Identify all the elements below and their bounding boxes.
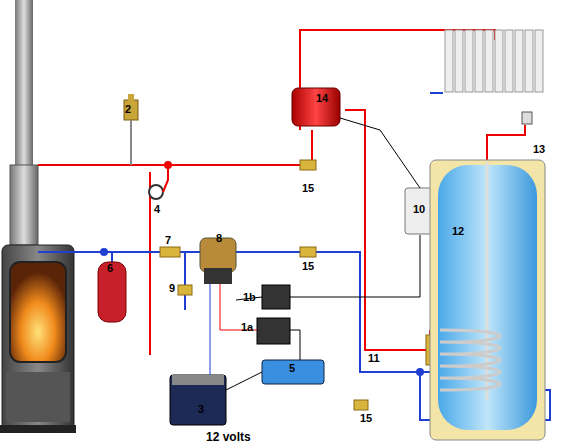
callout-label: 14 [316, 92, 328, 104]
callout-number: 12 [452, 225, 464, 237]
callout-label: 7 [165, 234, 171, 246]
callout-label: 1a [241, 321, 253, 333]
callout-label: 3 [198, 403, 204, 415]
callout-label: 13 [533, 143, 545, 155]
callout-label: 9 [169, 282, 175, 294]
water-tank: 12 [430, 160, 545, 440]
callout-label: 11 [368, 352, 380, 364]
callout-label: 15 [302, 260, 314, 272]
callout-label: 15 [302, 182, 314, 194]
callout-label: 4 [154, 203, 160, 215]
callout-label: 15 [360, 412, 372, 424]
callout-label: 1b [243, 291, 256, 303]
callout-label: 10 [413, 203, 425, 215]
callout-label: 6 [107, 262, 113, 274]
callout-label: 12 volts [206, 431, 251, 443]
callout-label: 5 [289, 362, 295, 374]
callout-label: 8 [216, 232, 222, 244]
callout-label: 2 [125, 103, 131, 115]
